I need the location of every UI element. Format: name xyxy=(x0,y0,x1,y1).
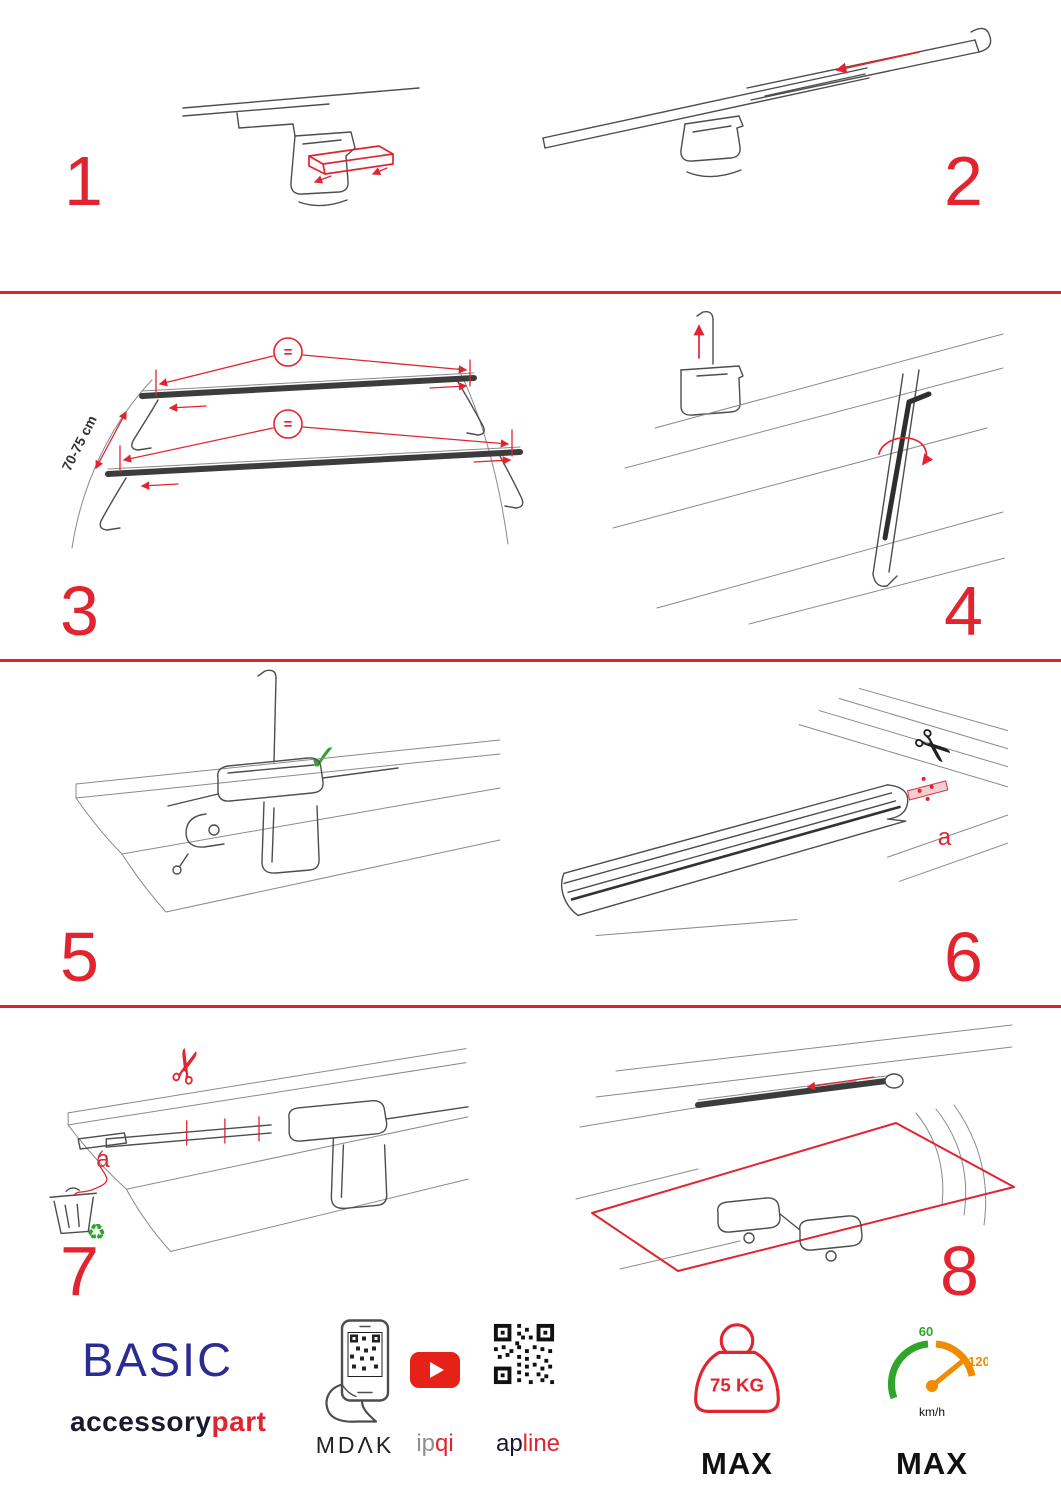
weight-limit-icon: 75 KG xyxy=(694,1323,780,1413)
step5-foot-assembly xyxy=(167,757,399,875)
equal-badge-1: = xyxy=(284,344,293,361)
step6-strip-end xyxy=(906,776,949,801)
speed-max-label: MAX xyxy=(896,1446,968,1481)
step-5-illustration: ✓ xyxy=(75,669,501,913)
step2-slide-arrow xyxy=(835,51,920,74)
speed-unit-label: km/h xyxy=(919,1405,945,1419)
step5-rod xyxy=(257,669,277,763)
step-7-illustration: a ✂ ♻ xyxy=(49,1040,469,1253)
step-4-number: 4 xyxy=(944,572,983,650)
step7-roof-lines xyxy=(67,1048,469,1253)
step7-strip xyxy=(105,1124,272,1148)
trash-bin-icon xyxy=(49,1187,97,1235)
step4-roof-lines xyxy=(612,333,1005,625)
step-8-number: 8 xyxy=(940,1232,979,1310)
ipqi-logo: ipqi xyxy=(416,1430,454,1457)
speed-tick-high: 120 xyxy=(968,1354,988,1369)
step-1-illustration xyxy=(182,87,420,207)
step-6-illustration: ✂ a xyxy=(561,687,1008,937)
step7-cut-marks xyxy=(186,1116,260,1146)
step5-roof-lines xyxy=(75,739,501,913)
step4-rotate-arrow xyxy=(878,437,934,466)
step3-equal-dimensions: = = xyxy=(119,337,513,473)
step3-crossbars xyxy=(99,372,524,531)
step7-foot xyxy=(288,1100,469,1210)
step-2-number: 2 xyxy=(944,142,983,220)
speedometer-icon: 60 120 km/h xyxy=(887,1324,988,1419)
step8-clamps xyxy=(717,1197,863,1262)
step-3-illustration: = = 70-75 cm xyxy=(58,337,524,549)
step2-clamp xyxy=(680,115,744,178)
weight-limit-value: 75 KG xyxy=(710,1375,764,1396)
divider-2 xyxy=(0,659,1061,662)
phone-qr-pattern xyxy=(350,1334,380,1371)
recycle-icon: ♻ xyxy=(86,1219,106,1245)
divider-1 xyxy=(0,291,1061,294)
dimension-label: 70-75 cm xyxy=(58,413,99,474)
scissors-icon: ✂ xyxy=(901,714,965,780)
step3-adjust-arrows xyxy=(140,382,512,490)
step6-crossbar xyxy=(561,784,909,917)
step-5-number: 5 xyxy=(60,918,99,996)
step7-cut-piece xyxy=(77,1132,128,1150)
apline-logo: apline xyxy=(495,1430,561,1457)
divider-3 xyxy=(0,1005,1061,1008)
step4-rail-channel xyxy=(872,369,920,587)
brand-logo: BASIC xyxy=(82,1333,234,1386)
step6-roof-lines xyxy=(595,687,1008,937)
speed-tick-low: 60 xyxy=(919,1324,933,1339)
step-7-number: 7 xyxy=(60,1232,99,1310)
step2-bar xyxy=(542,27,992,149)
step-1-number: 1 xyxy=(64,142,103,220)
step-3-number: 3 xyxy=(60,572,99,650)
step6-part-label: a xyxy=(938,824,952,851)
youtube-icon xyxy=(410,1352,460,1388)
brand-subtitle-right: part xyxy=(211,1406,267,1437)
brand-subtitle: accessorypart xyxy=(70,1406,266,1438)
step8-mount-area xyxy=(591,1122,1015,1272)
brand-subtitle-left: accessory xyxy=(70,1406,212,1437)
weight-max-label: MAX xyxy=(701,1446,773,1481)
step8-crossbar xyxy=(695,1073,904,1108)
step-8-illustration xyxy=(575,1024,1015,1272)
step3-span-dimension: 70-75 cm xyxy=(58,410,127,474)
allen-key-icon xyxy=(882,391,932,541)
step-6-number: 6 xyxy=(944,918,983,996)
phone-qr-icon xyxy=(325,1319,390,1423)
equal-badge-2: = xyxy=(284,416,293,433)
step4-pin-clamp xyxy=(680,310,744,416)
step8-arrow xyxy=(806,1076,875,1091)
step1-rail-and-clamp xyxy=(182,87,420,207)
step7-discard-path xyxy=(73,1150,108,1196)
mdak-logo: MDΛK xyxy=(315,1432,395,1458)
step-4-illustration xyxy=(612,310,1005,625)
step-2-illustration xyxy=(542,27,992,178)
qr-code-icon xyxy=(493,1323,555,1385)
scissors-icon: ✂ xyxy=(156,1040,218,1091)
step1-insert-plate xyxy=(308,145,394,184)
